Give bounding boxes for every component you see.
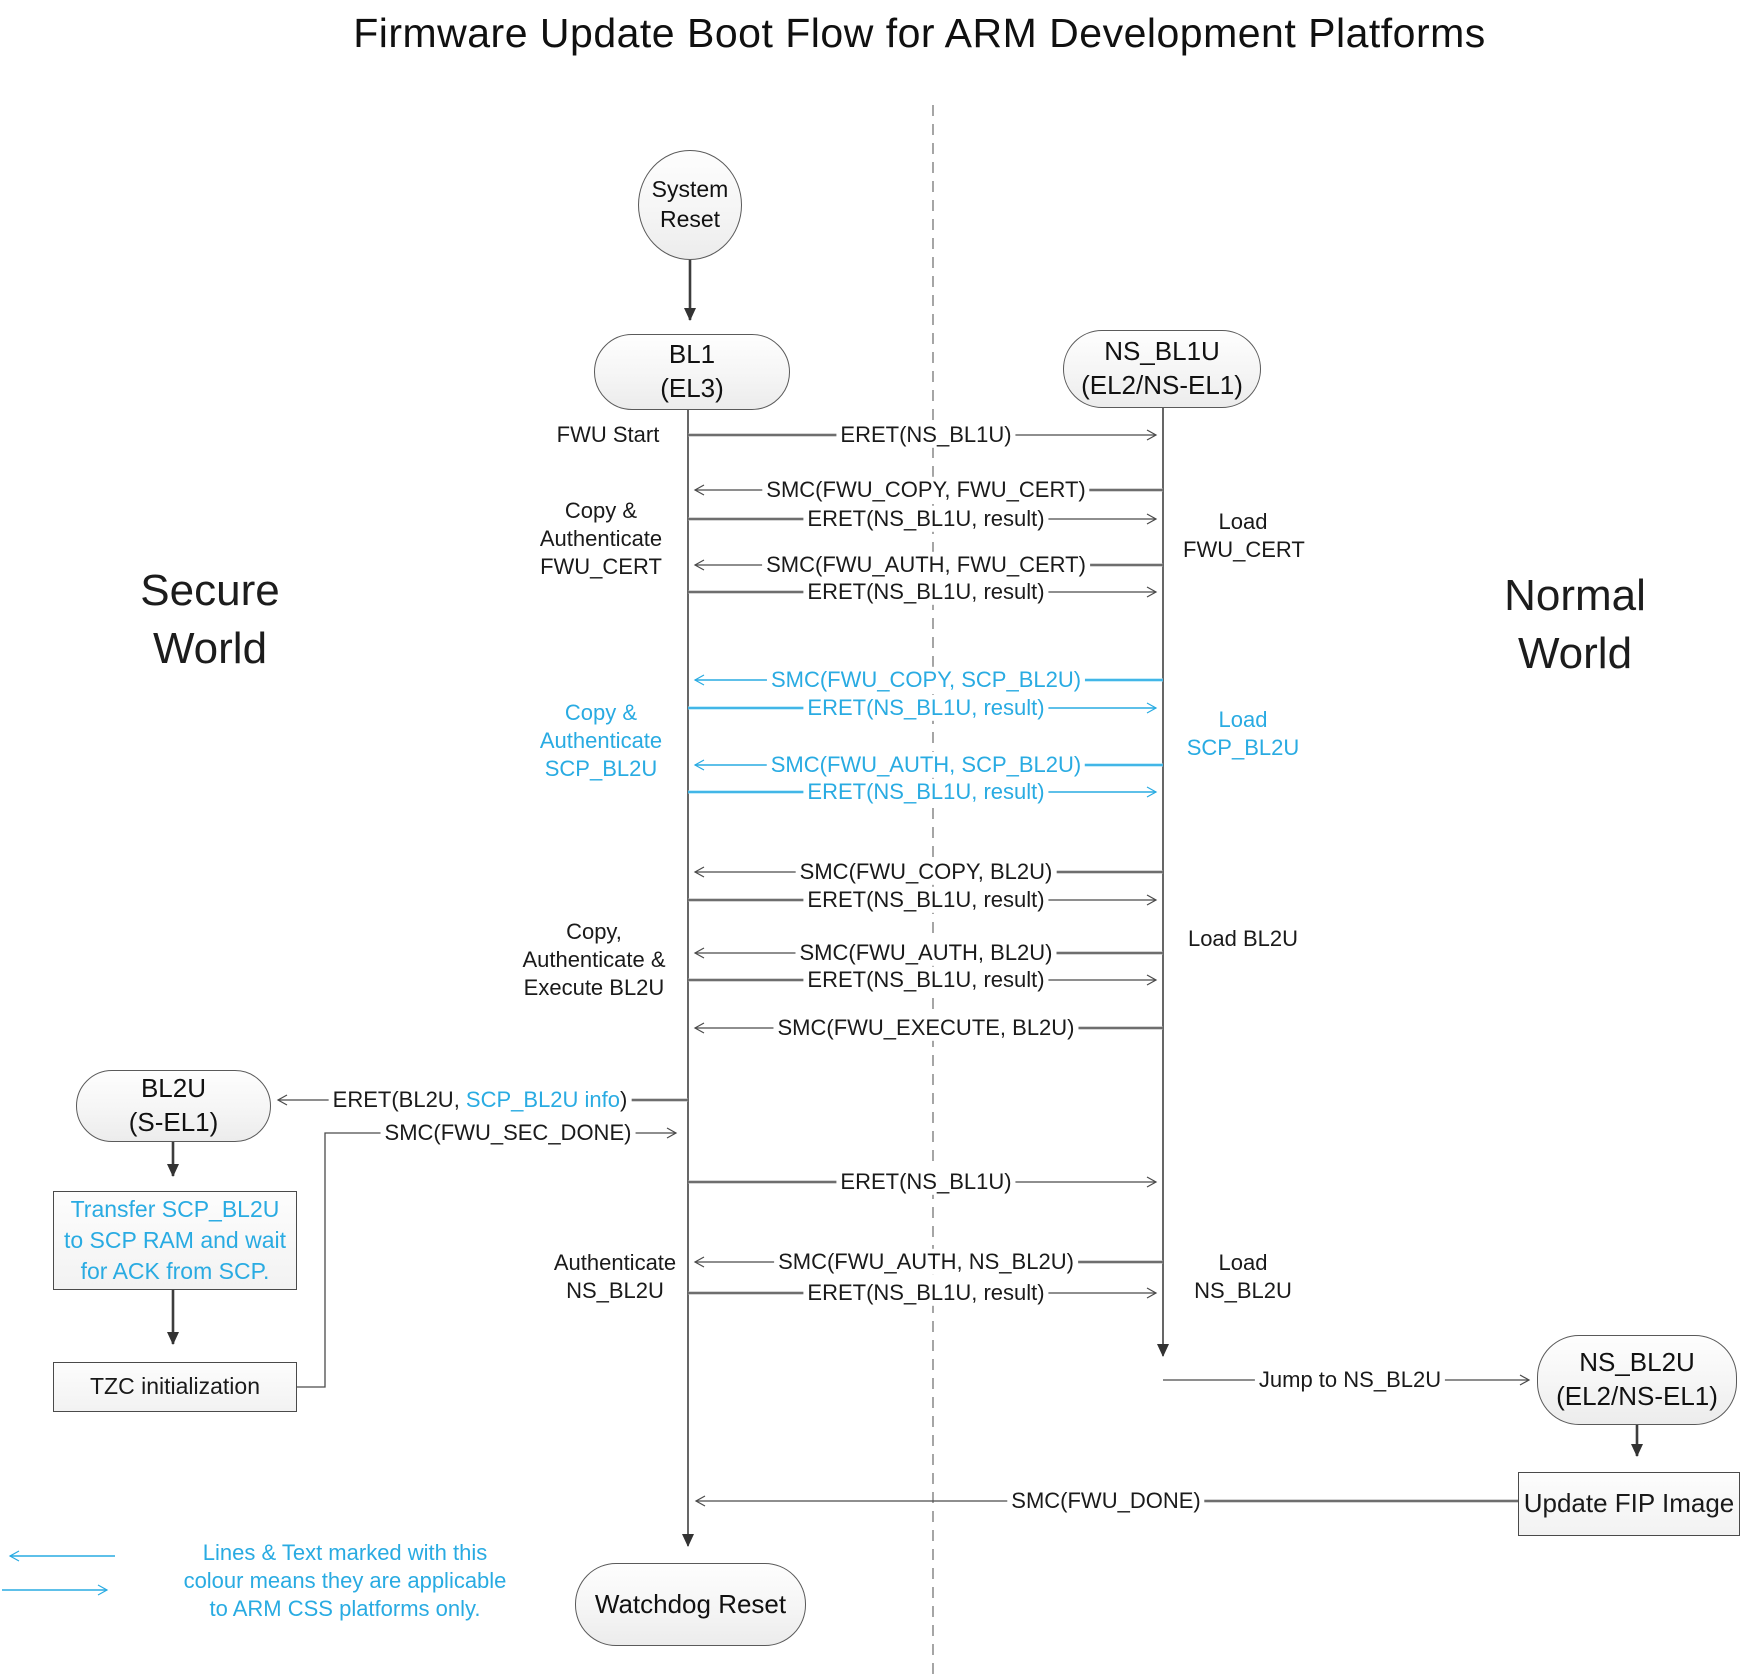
- message-eret-result-3: ERET(NS_BL1U, result): [803, 694, 1049, 722]
- node-ns-bl2u-level: (EL2/NS-EL1): [1556, 1381, 1718, 1411]
- box-transfer-scp-bl2u: Transfer SCP_BL2U to SCP RAM and wait fo…: [53, 1191, 297, 1290]
- node-system-reset: System Reset: [638, 150, 742, 260]
- message-smc-copy-fwu-cert: SMC(FWU_COPY, FWU_CERT): [762, 476, 1090, 504]
- message-eret-result-5: ERET(NS_BL1U, result): [803, 886, 1049, 914]
- message-smc-done: SMC(FWU_DONE): [1007, 1487, 1205, 1515]
- message-eret-bl2u-highlight: SCP_BL2U info: [465, 1086, 621, 1112]
- message-eret-bl2u-prefix: ERET(BL2U,: [332, 1086, 466, 1112]
- message-eret-bl2u-suffix: ): [620, 1086, 628, 1112]
- message-eret-result-2: ERET(NS_BL1U, result): [803, 578, 1049, 606]
- message-eret-ns-bl1u: ERET(NS_BL1U): [836, 1168, 1016, 1196]
- node-bl1: BL1 (EL3): [594, 334, 790, 410]
- annotation-load-scp-bl2u: Load SCP_BL2U: [1186, 706, 1300, 760]
- message-smc-auth-fwu-cert: SMC(FWU_AUTH, FWU_CERT): [762, 551, 1090, 579]
- node-ns-bl2u: NS_BL2U (EL2/NS-EL1): [1537, 1335, 1737, 1425]
- box-tzc-initialization-label: TZC initialization: [90, 1373, 260, 1400]
- annotation-fwu-start: FWU Start: [556, 421, 660, 447]
- message-smc-sec-done: SMC(FWU_SEC_DONE): [380, 1119, 636, 1147]
- node-ns-bl1u-name: NS_BL1U: [1104, 336, 1220, 367]
- annotation-load-bl2u: Load BL2U: [1187, 925, 1299, 951]
- node-bl1-name: BL1: [668, 339, 716, 370]
- message-eret-start: ERET(NS_BL1U): [836, 421, 1016, 449]
- node-ns-bl2u-name: NS_BL2U: [1579, 1347, 1695, 1378]
- node-bl2u-name: BL2U: [140, 1073, 207, 1104]
- message-eret-result-4: ERET(NS_BL1U, result): [803, 778, 1049, 806]
- annotation-load-ns-bl2u: Load NS_BL2U: [1194, 1249, 1292, 1303]
- box-transfer-scp-bl2u-label: Transfer SCP_BL2U to SCP RAM and wait fo…: [63, 1195, 286, 1285]
- message-jump-ns-bl2u: Jump to NS_BL2U: [1254, 1366, 1446, 1394]
- message-smc-auth-ns-bl2u: SMC(FWU_AUTH, NS_BL2U): [774, 1248, 1078, 1276]
- message-smc-auth-scp-bl2u: SMC(FWU_AUTH, SCP_BL2U): [766, 751, 1086, 779]
- annotation-load-fwu-cert: Load FWU_CERT: [1183, 508, 1305, 562]
- page-title: Firmware Update Boot Flow for ARM Develo…: [353, 10, 1486, 56]
- node-ns-bl1u-level: (EL2/NS-EL1): [1081, 370, 1243, 400]
- node-watchdog-reset-label: Watchdog Reset: [594, 1588, 787, 1619]
- message-smc-copy-scp-bl2u: SMC(FWU_COPY, SCP_BL2U): [766, 666, 1086, 694]
- secure-world-label: Secure World: [140, 565, 280, 673]
- legend-text: Lines & Text marked with this colour mea…: [183, 1539, 507, 1622]
- annotation-auth-ns-bl2u: Authenticate NS_BL2U: [553, 1249, 677, 1303]
- message-smc-auth-bl2u: SMC(FWU_AUTH, BL2U): [795, 939, 1057, 967]
- box-tzc-initialization: TZC initialization: [53, 1362, 297, 1412]
- normal-world-label: Normal World: [1504, 570, 1646, 678]
- message-eret-result-1: ERET(NS_BL1U, result): [803, 505, 1049, 533]
- node-bl2u-level: (S-EL1): [128, 1107, 219, 1137]
- message-eret-result-7: ERET(NS_BL1U, result): [803, 1279, 1049, 1307]
- node-system-reset-label: System Reset: [651, 176, 729, 232]
- box-update-fip-image: Update FIP Image: [1518, 1472, 1740, 1536]
- node-ns-bl1u: NS_BL1U (EL2/NS-EL1): [1063, 330, 1261, 408]
- node-bl1-level: (EL3): [660, 373, 724, 403]
- annotation-copy-auth-scp-bl2u: Copy & Authenticate SCP_BL2U: [539, 699, 663, 782]
- box-update-fip-image-label: Update FIP Image: [1523, 1488, 1735, 1519]
- message-smc-execute-bl2u: SMC(FWU_EXECUTE, BL2U): [773, 1014, 1079, 1042]
- message-eret-result-6: ERET(NS_BL1U, result): [803, 966, 1049, 994]
- annotation-copy-auth-fwu-cert: Copy & Authenticate FWU_CERT: [539, 497, 663, 580]
- node-watchdog-reset: Watchdog Reset: [575, 1563, 806, 1646]
- message-smc-copy-bl2u: SMC(FWU_COPY, BL2U): [795, 858, 1057, 886]
- annotation-copy-auth-exec-bl2u: Copy, Authenticate & Execute BL2U: [522, 918, 666, 1001]
- node-bl2u: BL2U (S-EL1): [76, 1070, 271, 1142]
- message-eret-bl2u: ERET(BL2U, SCP_BL2U info): [328, 1086, 632, 1114]
